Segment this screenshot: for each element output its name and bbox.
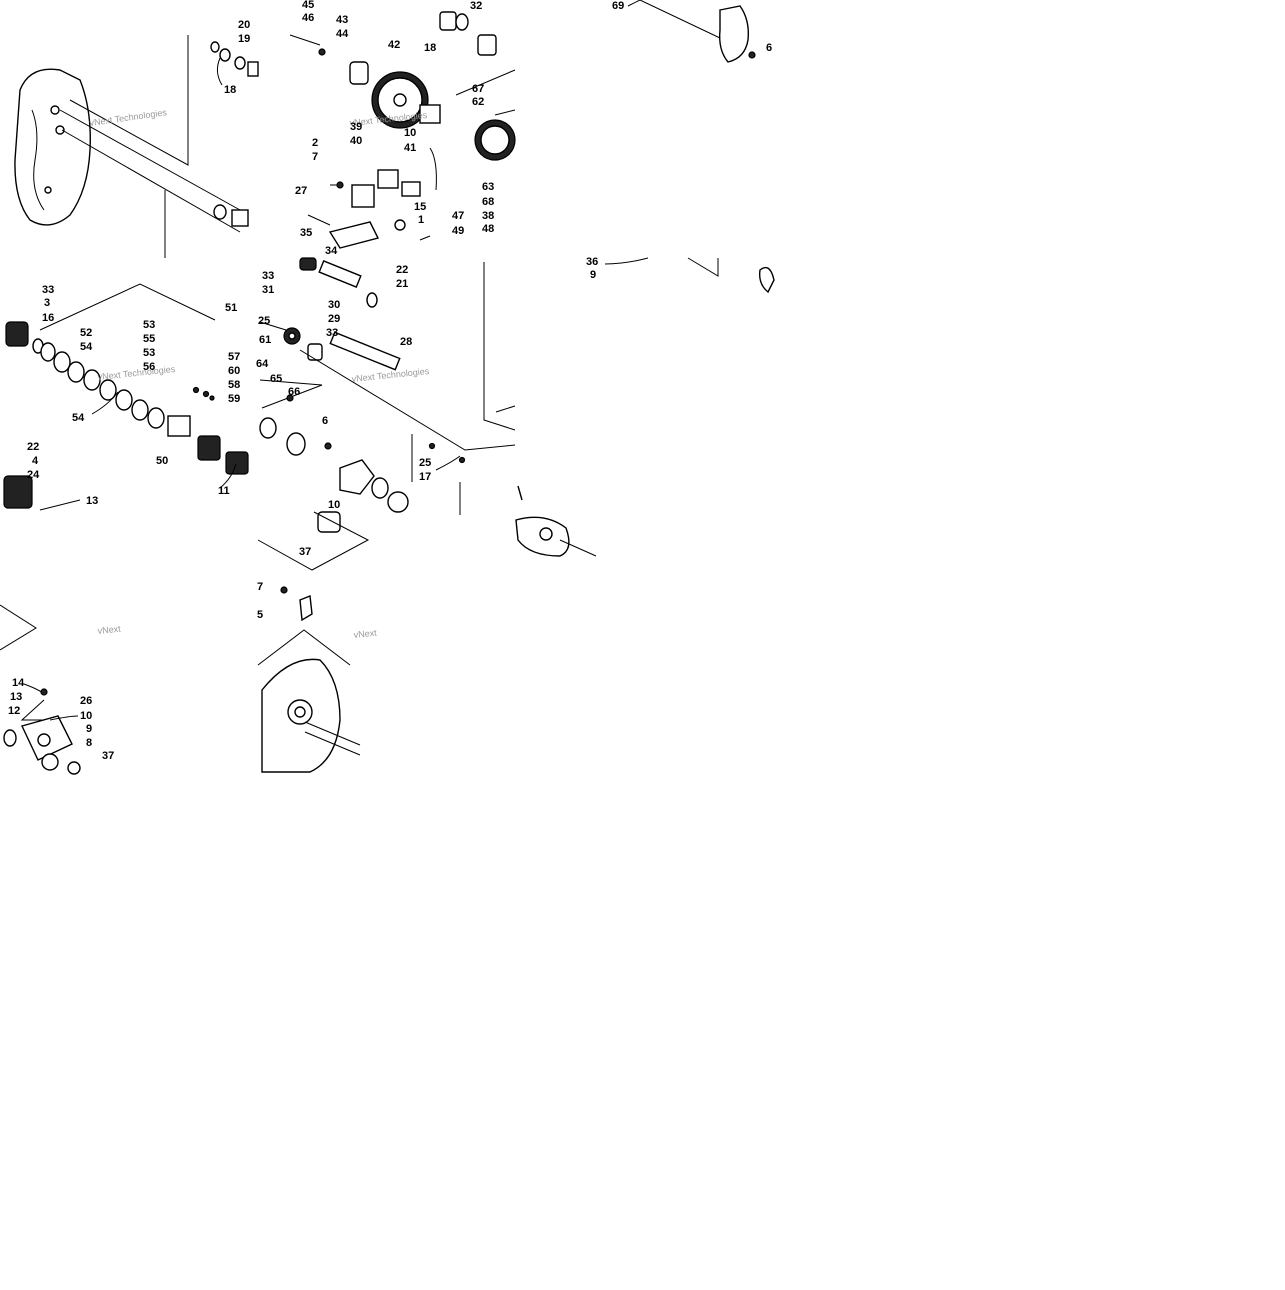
part-callout-53: 53 <box>143 347 155 359</box>
part-callout-12: 12 <box>8 705 20 717</box>
part-callout-25: 25 <box>419 457 431 469</box>
watermark-label: vNext Technologies <box>97 364 176 382</box>
part-callout-15: 15 <box>414 201 426 213</box>
part-callout-49: 49 <box>452 225 464 237</box>
part-callout-1: 1 <box>418 214 424 226</box>
part-callout-68: 68 <box>482 196 494 208</box>
part-callout-30: 30 <box>328 299 340 311</box>
part-callout-62: 62 <box>472 96 484 108</box>
watermark-label: vNext <box>97 624 121 636</box>
part-callout-36: 36 <box>586 256 598 268</box>
part-callout-37: 37 <box>102 750 114 762</box>
part-callout-61: 61 <box>259 334 271 346</box>
part-callout-6: 6 <box>766 42 772 54</box>
part-callout-40: 40 <box>350 135 362 147</box>
part-callout-21: 21 <box>396 278 408 290</box>
corner-fragment-tile <box>627 0 756 63</box>
gear-cluster-tile <box>289 11 516 249</box>
part-callout-64: 64 <box>256 358 269 370</box>
watermark-label: vNext Technologies <box>89 107 168 128</box>
part-callout-39: 39 <box>350 121 362 133</box>
part-callout-10: 10 <box>328 499 340 511</box>
washer-stack-tile <box>3 283 277 511</box>
part-callout-67: 67 <box>472 83 484 95</box>
part-callout-2: 2 <box>312 137 318 149</box>
part-callout-38: 38 <box>482 210 494 222</box>
part-callout-6: 6 <box>322 415 328 427</box>
part-callout-37: 37 <box>299 546 311 558</box>
part-callout-33: 33 <box>262 270 274 282</box>
part-callout-8: 8 <box>86 737 92 749</box>
part-callout-69: 69 <box>612 0 624 12</box>
part-callout-50: 50 <box>156 455 168 467</box>
part-callout-13: 13 <box>10 691 22 703</box>
part-callout-18: 18 <box>224 84 236 96</box>
lower-housing-tile <box>257 516 597 773</box>
part-callout-65: 65 <box>270 373 282 385</box>
part-callout-26: 26 <box>80 695 92 707</box>
part-callout-31: 31 <box>262 284 274 296</box>
part-callout-32: 32 <box>470 0 482 12</box>
part-callout-24: 24 <box>27 469 40 481</box>
part-callout-13: 13 <box>86 495 98 507</box>
part-callout-10: 10 <box>80 710 92 722</box>
part-callout-19: 19 <box>238 33 250 45</box>
part-callout-43: 43 <box>336 14 348 26</box>
part-callout-42: 42 <box>388 39 400 51</box>
part-callout-14: 14 <box>12 677 25 689</box>
part-callout-59: 59 <box>228 393 240 405</box>
gear-housing-cover <box>14 68 91 226</box>
part-callout-3: 3 <box>44 297 50 309</box>
part-callout-4: 4 <box>32 455 39 467</box>
shaft-bearing-tile <box>257 257 516 571</box>
part-callout-44: 44 <box>336 28 349 40</box>
part-callout-35: 35 <box>300 227 312 239</box>
part-callout-17: 17 <box>419 471 431 483</box>
part-callout-7: 7 <box>312 151 318 163</box>
part-callout-10: 10 <box>404 127 416 139</box>
part-callout-9: 9 <box>86 723 92 735</box>
part-callout-58: 58 <box>228 379 240 391</box>
lower-left-tile <box>0 604 81 775</box>
housing-left-tile <box>14 35 259 258</box>
part-callout-55: 55 <box>143 333 155 345</box>
part-callout-33: 33 <box>42 284 54 296</box>
part-callout-46: 46 <box>302 12 314 24</box>
part-callout-56: 56 <box>143 361 155 373</box>
part-callout-34: 34 <box>325 245 338 257</box>
part-callout-11: 11 <box>218 485 230 497</box>
part-callout-52: 52 <box>80 327 92 339</box>
part-callout-18: 18 <box>424 42 436 54</box>
part-callout-63: 63 <box>482 181 494 193</box>
part-callout-57: 57 <box>228 351 240 363</box>
part-callout-45: 45 <box>302 0 314 11</box>
small-parts-tile <box>517 257 775 501</box>
part-callout-54: 54 <box>80 341 93 353</box>
part-callout-25: 25 <box>258 315 270 327</box>
part-callout-5: 5 <box>257 609 263 621</box>
part-callout-53: 53 <box>143 319 155 331</box>
part-callout-20: 20 <box>238 19 250 31</box>
part-callout-16: 16 <box>42 312 54 324</box>
part-callout-22: 22 <box>396 264 408 276</box>
part-callout-28: 28 <box>400 336 412 348</box>
part-callout-66: 66 <box>288 386 300 398</box>
part-callout-47: 47 <box>452 210 464 222</box>
part-callout-41: 41 <box>404 142 416 154</box>
part-callout-33: 33 <box>326 327 338 339</box>
part-callout-54: 54 <box>72 412 85 424</box>
part-callout-29: 29 <box>328 313 340 325</box>
part-callout-27: 27 <box>295 185 307 197</box>
part-callout-60: 60 <box>228 365 240 377</box>
watermark-label: vNext <box>353 628 377 640</box>
part-callout-9: 9 <box>590 269 596 281</box>
part-callout-22: 22 <box>27 441 39 453</box>
part-callout-48: 48 <box>482 223 494 235</box>
part-callout-7: 7 <box>257 581 263 593</box>
part-callout-51: 51 <box>225 302 237 314</box>
